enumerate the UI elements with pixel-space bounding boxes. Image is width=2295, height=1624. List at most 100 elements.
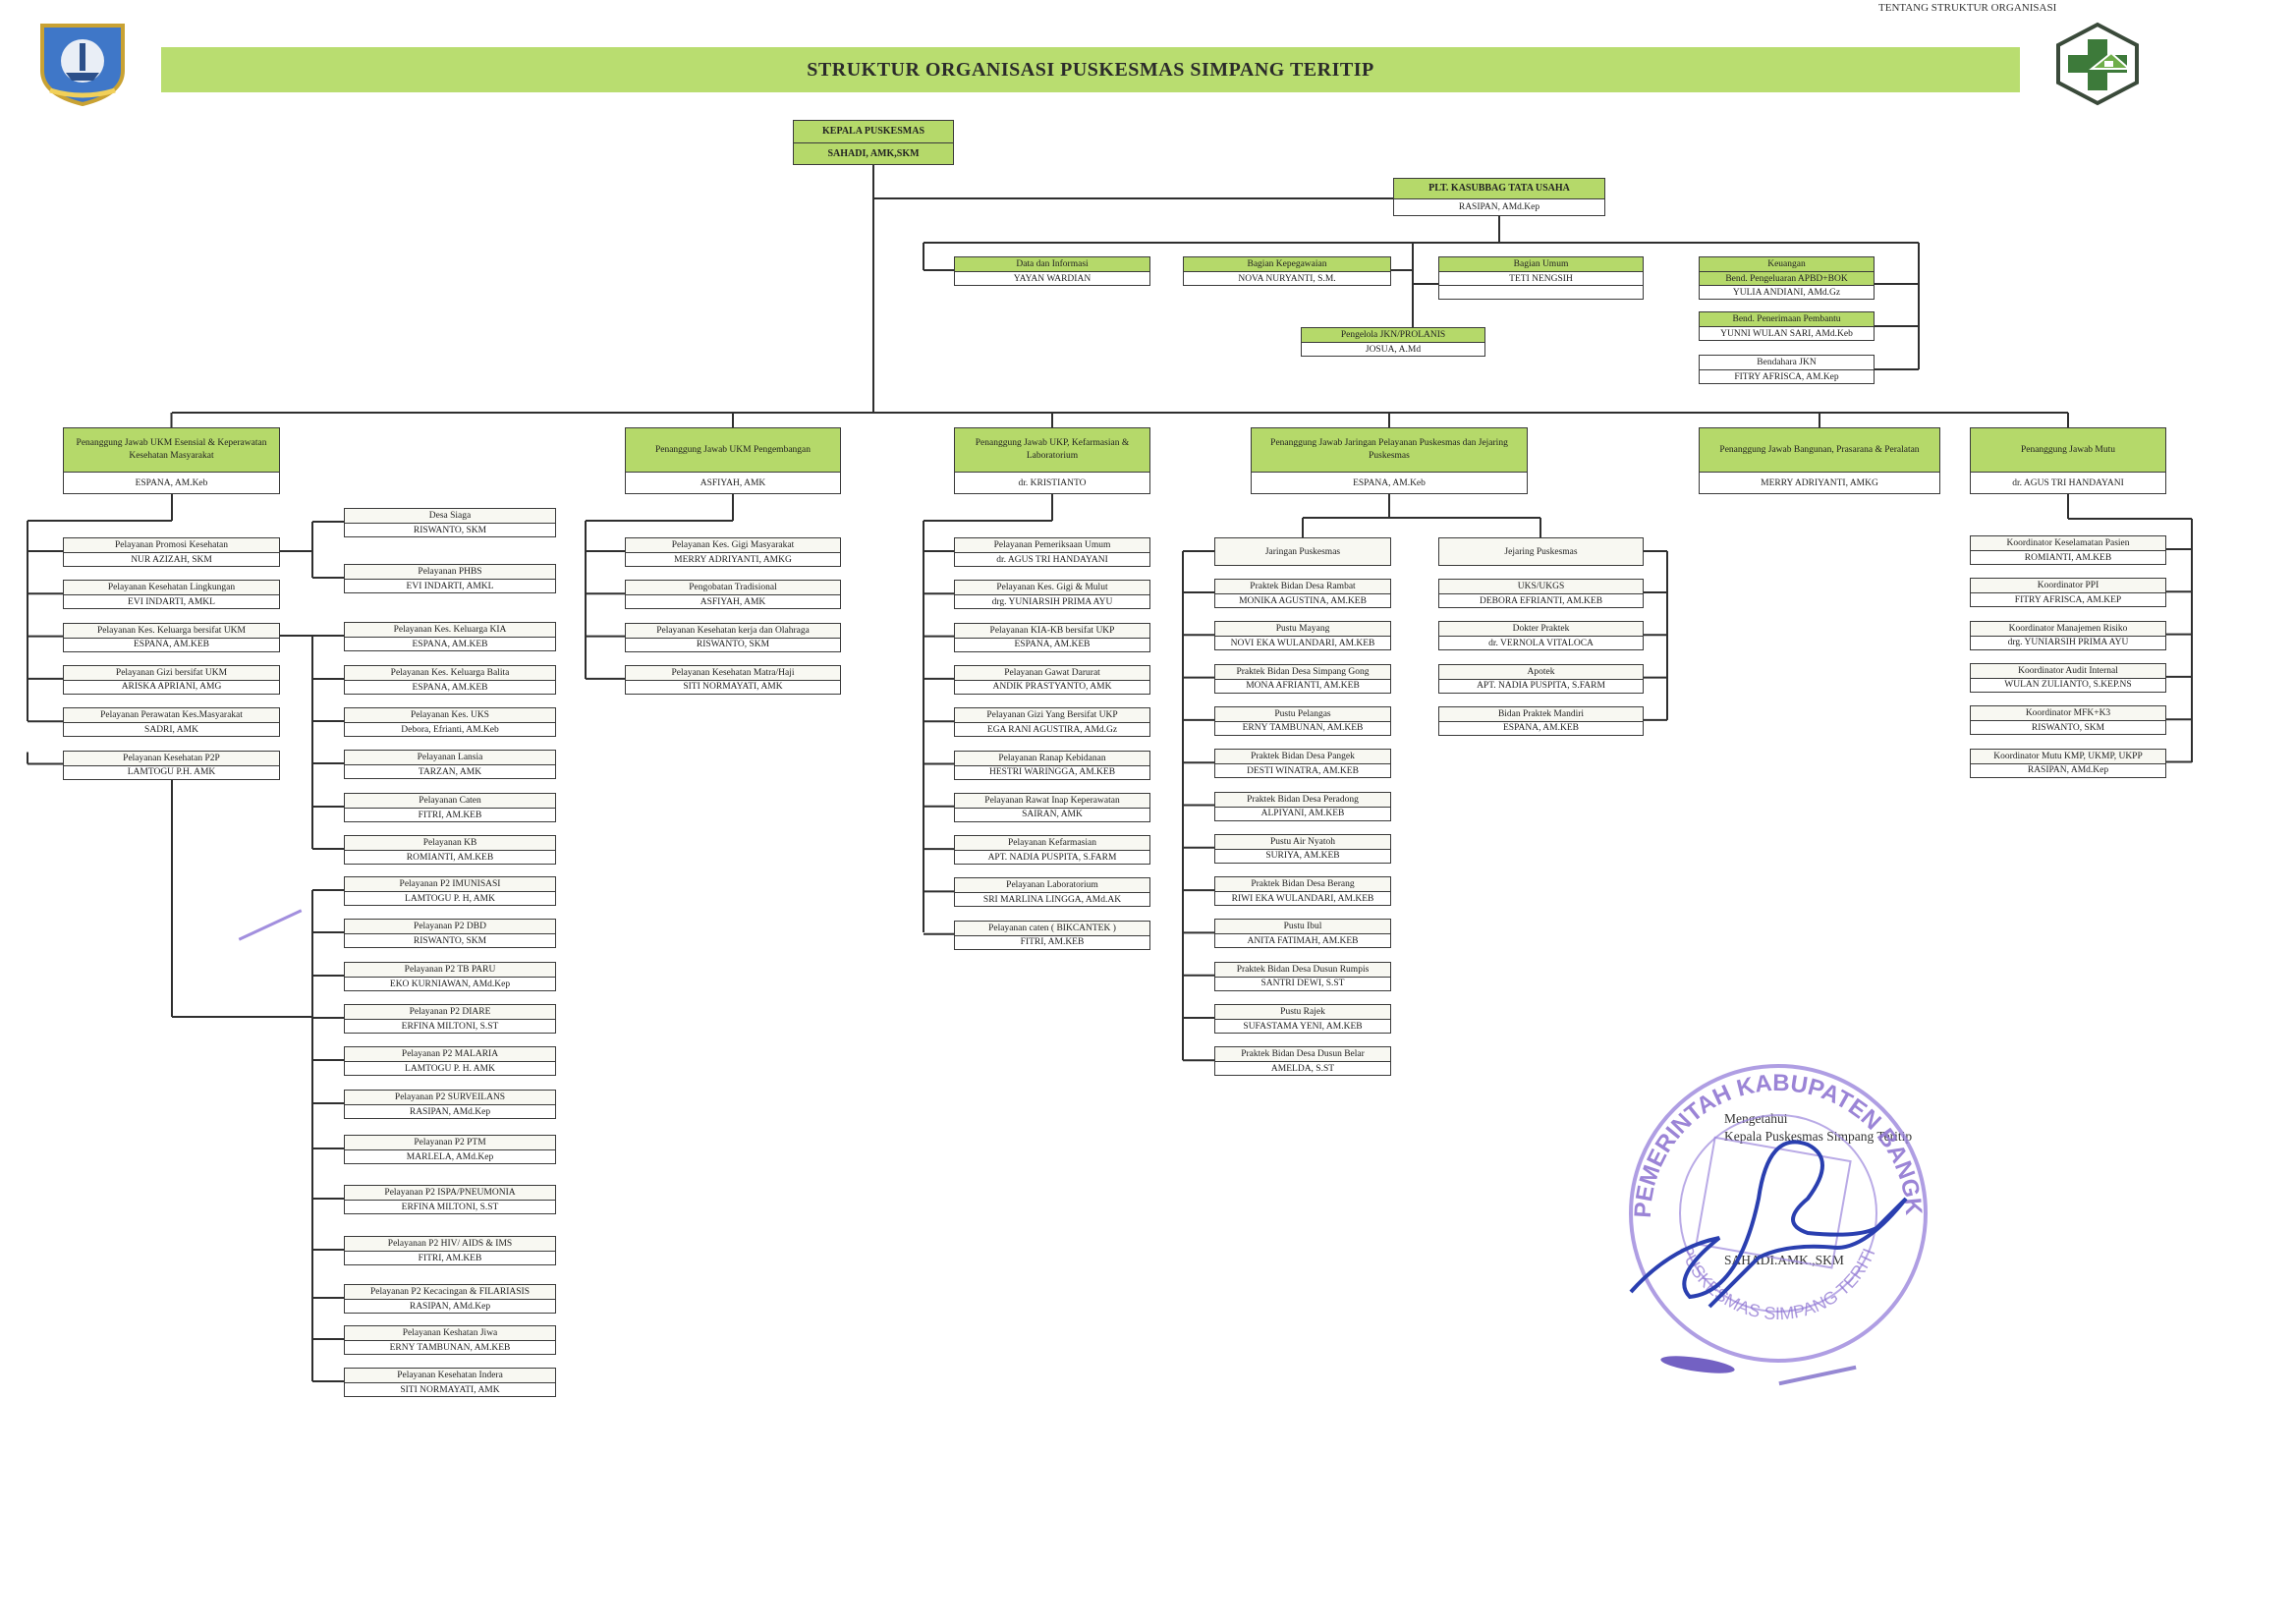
puskesmas-logo (2052, 22, 2143, 106)
box-title: Pelayanan P2 HIV/ AIDS & IMS (345, 1237, 555, 1251)
box-name: SUFASTAMA YENI, AM.KEB (1215, 1019, 1390, 1033)
box-title: Praktek Bidan Desa Berang (1215, 877, 1390, 892)
box-name: LAMTOGU P.H. AMK (64, 764, 279, 779)
box-title: Jaringan Puskesmas (1215, 538, 1390, 565)
box-title: Penanggung Jawab UKM Esensial & Keperawa… (64, 428, 279, 472)
box-name: ROMIANTI, AM.KEB (345, 850, 555, 864)
box-title: Bagian Umum (1439, 257, 1643, 271)
box-title: Pelayanan Caten (345, 794, 555, 808)
box-name: SANTRI DEWI, S.ST (1215, 976, 1390, 990)
box-title: Pelayanan P2 TB PARU (345, 963, 555, 977)
box-title: Pengobatan Tradisional (626, 581, 840, 595)
box-title: Pelayanan P2 ISPA/PNEUMONIA (345, 1186, 555, 1200)
box-name: ROMIANTI, AM.KEB (1971, 550, 2165, 564)
box-name: EKO KURNIAWAN, AMd.Kep (345, 977, 555, 990)
box-name: ANITA FATIMAH, AM.KEB (1215, 933, 1390, 947)
box-name: TETI NENGSIH (1439, 271, 1643, 285)
box-title: Pustu Mayang (1215, 622, 1390, 637)
box-title: Bagian Kepegawaian (1184, 257, 1390, 271)
service-item: Pelayanan caten ( BIKCANTEK )FITRI, AM.K… (954, 920, 1150, 950)
box-title: Pelayanan Kes. Keluarga bersifat UKM (64, 623, 279, 638)
box-title: Jejaring Puskesmas (1439, 538, 1643, 565)
box-name: drg. YUNIARSIH PRIMA AYU (1971, 635, 2165, 649)
box-title: Keuangan (1700, 257, 1874, 271)
box-title: Pelayanan P2 MALARIA (345, 1047, 555, 1061)
box-name: dr. VERNOLA VITALOCA (1439, 636, 1643, 649)
box-name: APT. NADIA PUSPITA, S.FARM (955, 850, 1149, 864)
box-title: Pelayanan P2 PTM (345, 1136, 555, 1149)
box-title: Pelayanan Kes. Gigi & Mulut (955, 581, 1149, 595)
box-name: SAIRAN, AMK (955, 807, 1149, 821)
box-name: RIWI EKA WULANDARI, AM.KEB (1215, 891, 1390, 905)
box-title: Pelayanan P2 SURVEILANS (345, 1091, 555, 1104)
box-name: FITRI, AM.KEB (345, 1251, 555, 1264)
jaringan-header: Jaringan Puskesmas (1214, 537, 1391, 566)
box-title: Pelayanan Kesehatan Indera (345, 1369, 555, 1382)
box-title: Pelayanan PHBS (345, 565, 555, 579)
box-title: Bendahara JKN (1757, 358, 1817, 367)
box-name: dr. AGUS TRI HANDAYANI (1971, 472, 2165, 493)
box-title: Pustu Air Nyatoh (1215, 834, 1390, 849)
box-name: ASFIYAH, AMK (626, 594, 840, 608)
box-name: SRI MARLINA LINGGA, AMd.AK (955, 892, 1149, 906)
box-title: UKS/UKGS (1439, 580, 1643, 593)
box-name: ASFIYAH, AMK (626, 472, 840, 493)
box-name: HESTRI WARINGGA, AM.KEB (955, 764, 1149, 779)
box-title: Pustu Ibul (1215, 920, 1390, 934)
signature-scribble (1629, 1140, 1908, 1309)
official-stamp: PEMERINTAH KABUPATEN BANGKA BARAT PUSKES… (1611, 1051, 1928, 1363)
box-name: AMELDA, S.ST (1215, 1061, 1390, 1075)
title-bar: STRUKTUR ORGANISASI PUSKESMAS SIMPANG TE… (161, 47, 2020, 92)
box-name: TARZAN, AMK (345, 764, 555, 778)
box-name: SADRI, AMK (64, 722, 279, 736)
box-name: RASIPAN, AMd.Kep (1971, 762, 2165, 777)
jejaring-header: Jejaring Puskesmas (1438, 537, 1644, 566)
box-title: Penanggung Jawab Bangunan, Prasarana & P… (1700, 428, 1939, 472)
box-title: Pelayanan Kes. Keluarga KIA (345, 623, 555, 637)
box-name: NOVA NURYANTI, S.M. (1184, 271, 1390, 285)
box-title: Pelayanan P2 DBD (345, 920, 555, 933)
box-name: ESPANA, AM.KEB (64, 637, 279, 651)
box-title: Pelayanan Gizi bersifat UKM (64, 665, 279, 680)
box-title: Pelayanan Keshatan Jiwa (345, 1326, 555, 1340)
box-name: SITI NORMAYATI, AMK (345, 1382, 555, 1396)
box-title: Koordinator Audit Internal (1971, 663, 2165, 678)
box-title: Koordinator MFK+K3 (1971, 706, 2165, 721)
division-box: Penanggung Jawab Jaringan Pelayanan Pusk… (1251, 427, 1528, 494)
box-title: Pelayanan Gizi Yang Bersifat UKP (955, 708, 1149, 723)
box-name: WULAN ZULIANTO, S.KEP.NS (1971, 677, 2165, 692)
